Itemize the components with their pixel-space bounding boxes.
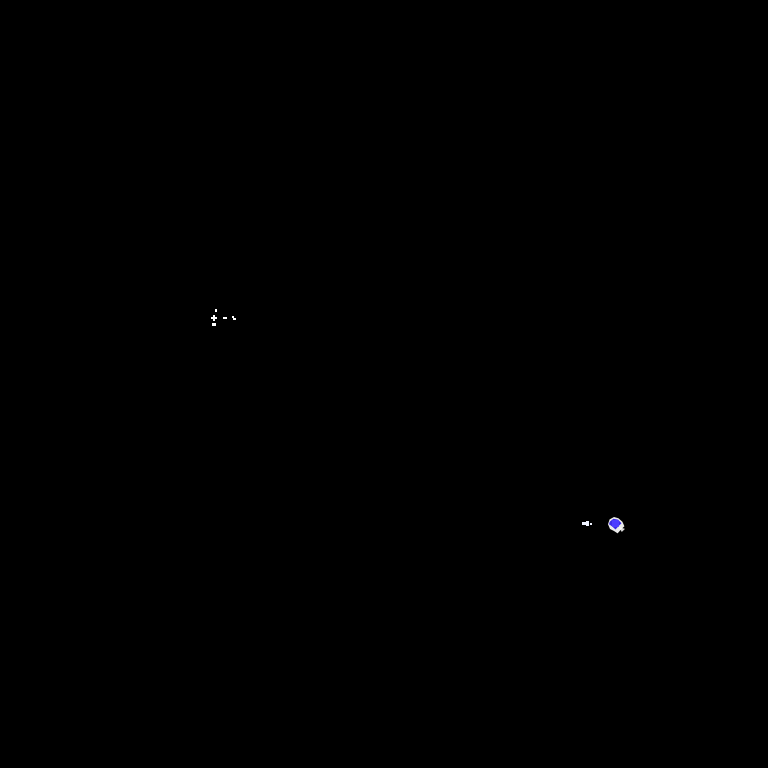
glyph-block: [212, 323, 216, 326]
glyph-cross-horizontal: [211, 317, 217, 319]
mouse-cursor[interactable]: [604, 513, 630, 539]
faint-glyph-cluster: [208, 308, 238, 332]
cursor-tail: [619, 527, 625, 532]
glyph-tick-lower: [233, 318, 236, 320]
glyph-tick-upper: [232, 316, 234, 318]
glyph-dash: [223, 317, 227, 319]
tick-segment-left: [582, 522, 587, 525]
glyph-dot: [215, 309, 217, 312]
tick-segment-middle: [586, 521, 589, 526]
tick-segment-right: [590, 523, 592, 525]
pale-tick-mark: [581, 519, 595, 531]
cursor-highlight: [612, 520, 619, 527]
